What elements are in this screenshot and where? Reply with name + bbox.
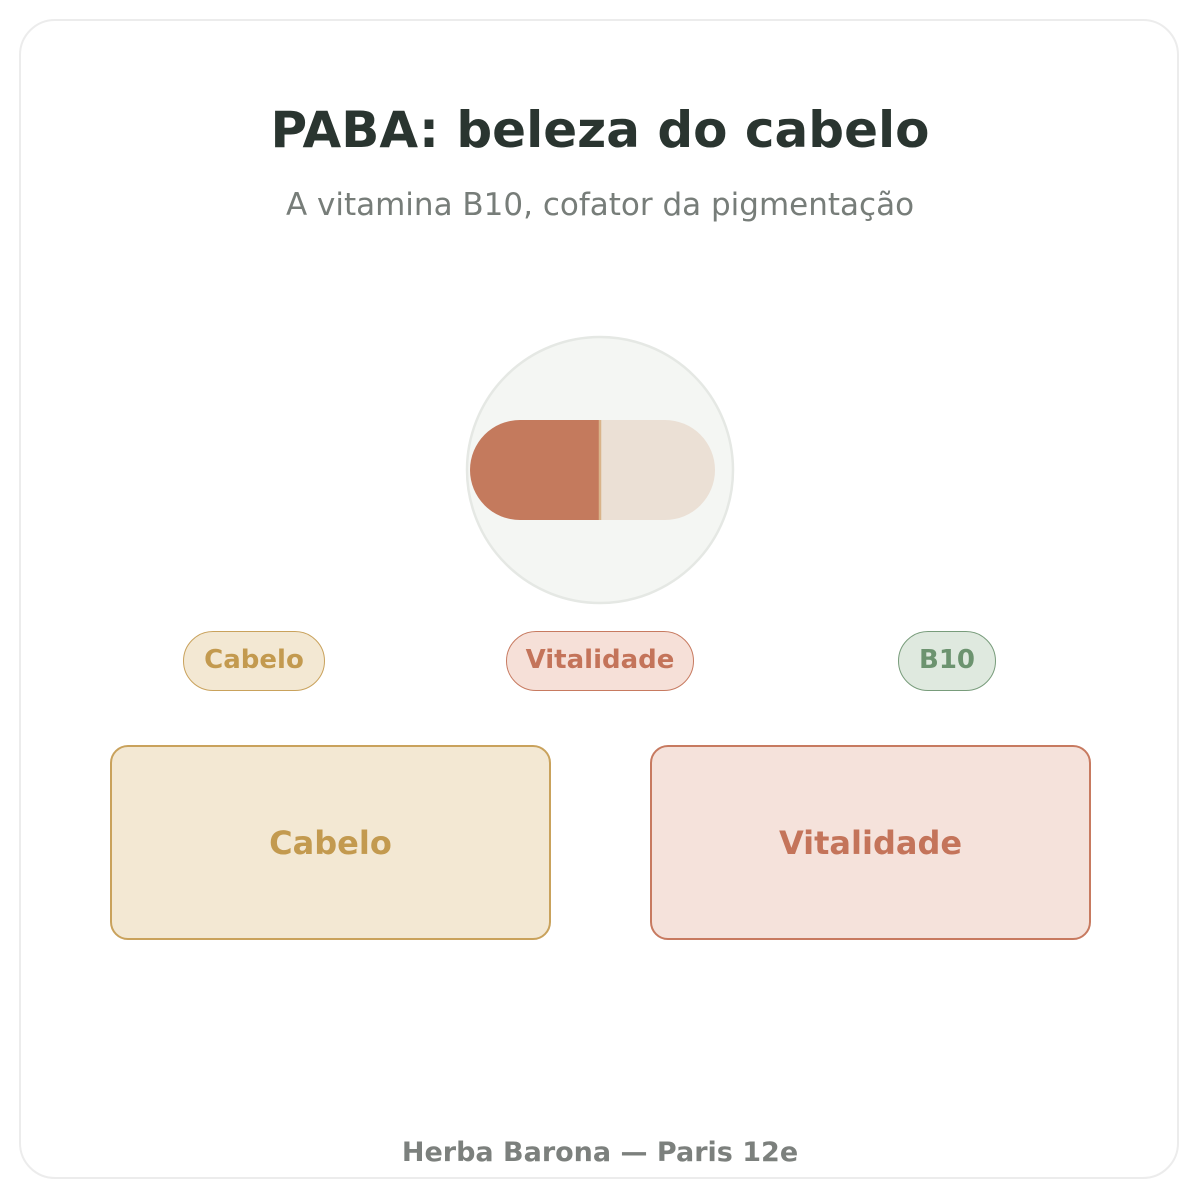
capsule-right-half xyxy=(600,420,715,520)
tag-b10[interactable]: B10 xyxy=(898,631,996,691)
card-cabelo[interactable]: Cabelo xyxy=(110,745,551,940)
card-vitalidade-label: Vitalidade xyxy=(778,823,963,862)
card-cabelo-label: Cabelo xyxy=(269,823,392,862)
capsule-icon xyxy=(465,335,735,605)
page-subtitle: A vitamina B10, cofator da pigmentação xyxy=(285,187,915,223)
tag-vitalidade[interactable]: Vitalidade xyxy=(506,631,694,691)
capsule-left-half xyxy=(470,420,600,520)
page-title: PABA: beleza do cabelo xyxy=(270,101,930,159)
card-vitalidade[interactable]: Vitalidade xyxy=(650,745,1091,940)
footer-text: Herba Barona — Paris 12e xyxy=(401,1137,799,1168)
tag-cabelo[interactable]: Cabelo xyxy=(183,631,325,691)
